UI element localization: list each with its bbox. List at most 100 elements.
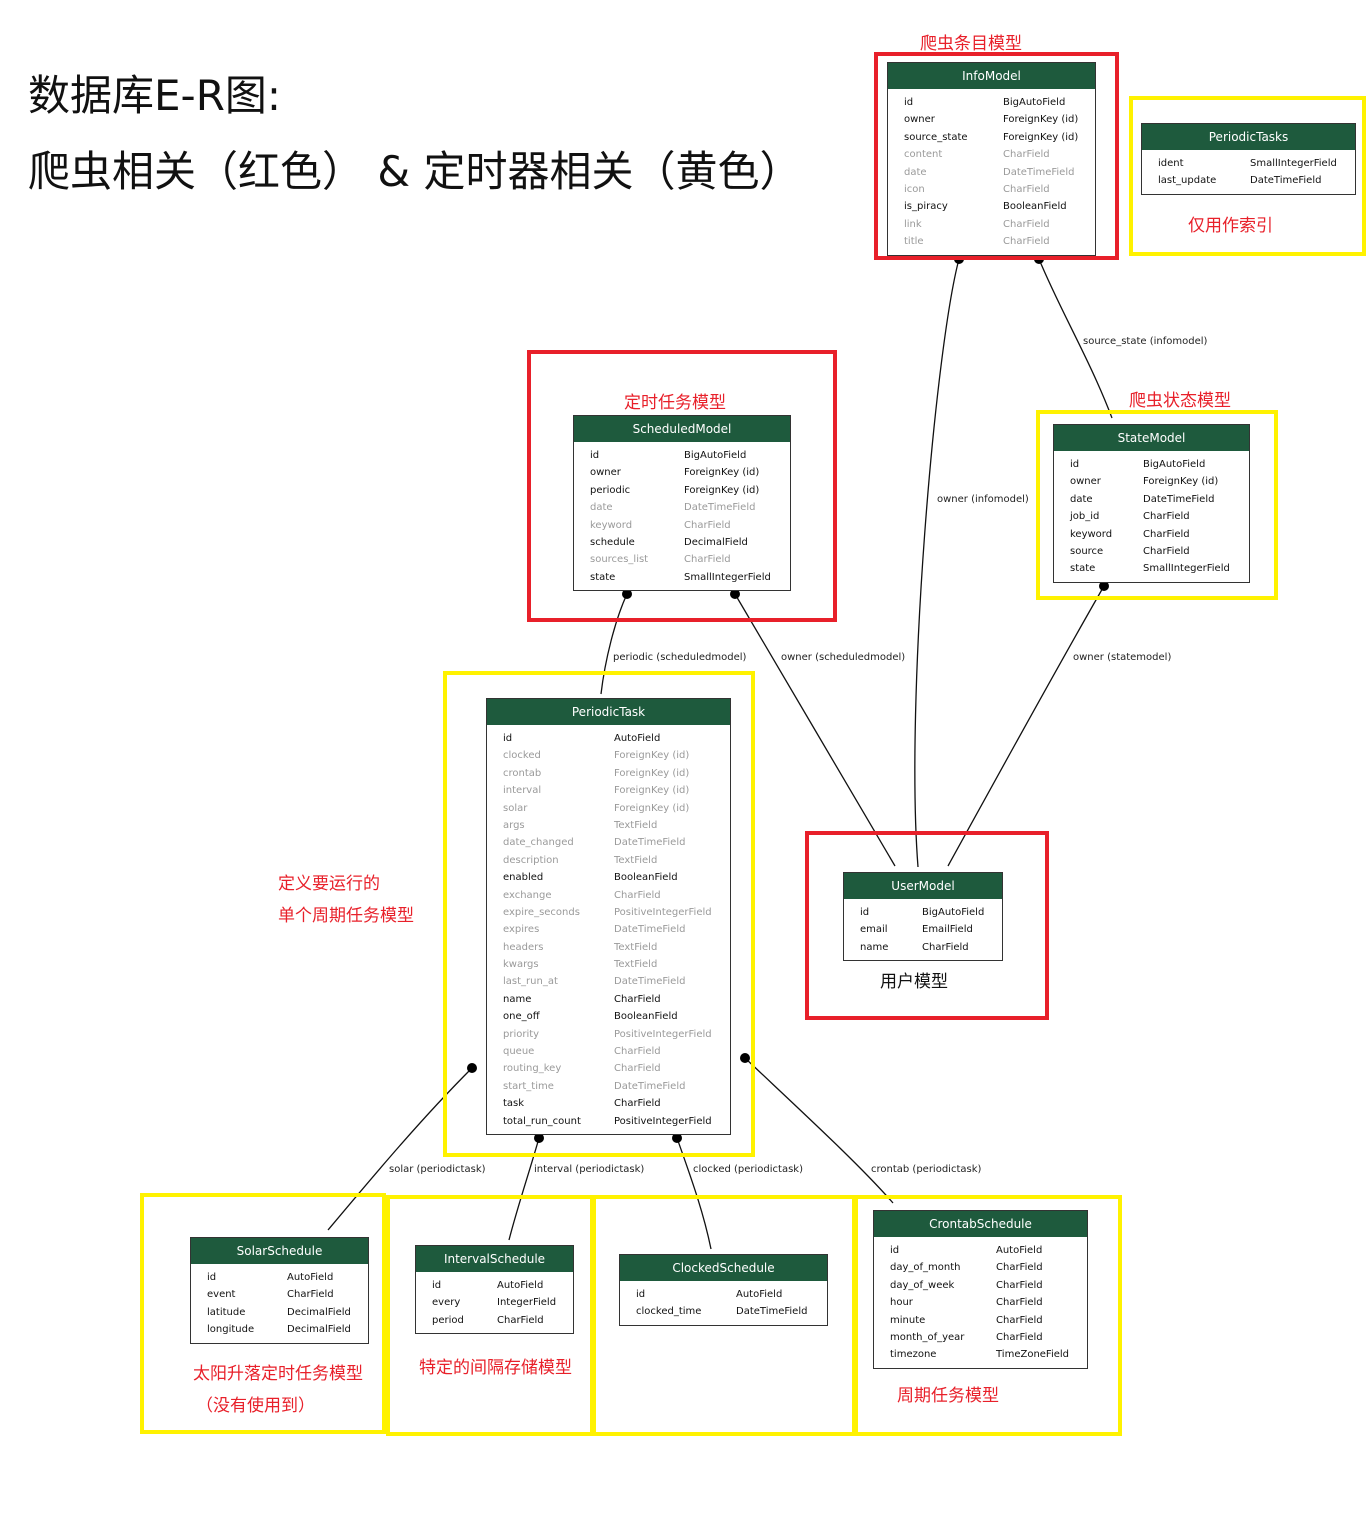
- field-name: day_of_week: [890, 1279, 955, 1291]
- field-type: CharField: [1143, 545, 1190, 557]
- field-name: description: [503, 854, 559, 866]
- field-name: sources_list: [590, 554, 649, 566]
- field-row: id BigAutoField: [844, 904, 1002, 921]
- field-type: ForeignKey (id): [614, 750, 690, 762]
- highlight-box-info: [874, 52, 1119, 260]
- field-name: job_id: [1070, 511, 1100, 523]
- entity-header: PeriodicTasks: [1142, 124, 1355, 151]
- field-name: id: [636, 1289, 646, 1300]
- field-type: BigAutoField: [922, 907, 985, 918]
- field-name: day_of_month: [890, 1262, 961, 1274]
- field-type: SmallIntegerField: [1143, 563, 1230, 575]
- field-type: CharField: [684, 519, 731, 531]
- field-name: date: [590, 502, 613, 514]
- field-name: owner: [590, 467, 621, 479]
- field-name: id: [432, 1280, 442, 1291]
- highlight-box-periodic-task: [443, 671, 755, 1157]
- note-user: 用户模型: [880, 972, 948, 992]
- field-type: CharField: [922, 941, 969, 953]
- note-crontab: 周期任务模型: [897, 1386, 999, 1406]
- field-type: CharField: [996, 1314, 1043, 1326]
- field-type: BooleanField: [614, 1011, 678, 1023]
- field-name: id: [1070, 459, 1080, 470]
- field-name: interval: [503, 785, 542, 797]
- entity-header: SolarSchedule: [191, 1238, 368, 1265]
- field-type: CharField: [996, 1262, 1043, 1274]
- field-name: icon: [904, 183, 925, 195]
- field-name: state: [1070, 563, 1096, 575]
- entity-header: IntervalSchedule: [416, 1246, 573, 1273]
- entity-header: CrontabSchedule: [874, 1211, 1087, 1238]
- field-name: date: [1070, 493, 1093, 505]
- field-type: ForeignKey (id): [684, 467, 760, 479]
- highlight-box-user: [805, 831, 1049, 1020]
- field-name: month_of_year: [890, 1331, 965, 1343]
- field-type: ForeignKey (id): [614, 767, 690, 779]
- field-type: PositiveIntegerField: [614, 1028, 712, 1040]
- field-name: expire_seconds: [503, 906, 580, 918]
- field-name: start_time: [503, 1080, 554, 1092]
- edge-label-info-user: owner (infomodel): [937, 494, 1029, 505]
- field-name: every: [432, 1297, 461, 1309]
- field-name: id: [860, 907, 870, 918]
- field-name: solar: [503, 802, 528, 814]
- field-type: SmallIntegerField: [1250, 158, 1337, 169]
- field-name: crontab: [503, 767, 542, 779]
- field-name: id: [590, 450, 600, 461]
- note-state: 爬虫状态模型: [1129, 391, 1231, 411]
- field-name: args: [503, 819, 525, 831]
- edge-label-sched-periodic: periodic (scheduledmodel): [613, 652, 747, 663]
- entity-header: ClockedSchedule: [620, 1255, 827, 1282]
- field-name: period: [432, 1314, 464, 1326]
- field-name: enabled: [503, 872, 544, 884]
- field-type: AutoField: [996, 1245, 1043, 1256]
- field-name: routing_key: [503, 1063, 562, 1075]
- field-name: name: [860, 941, 889, 953]
- entity-header: PeriodicTask: [487, 699, 730, 726]
- field-type: DateTimeField: [614, 924, 686, 936]
- field-name: event: [207, 1289, 236, 1301]
- edge-end-dot: [1099, 581, 1109, 591]
- field-name: schedule: [590, 536, 635, 548]
- field-type: CharField: [614, 1046, 661, 1058]
- field-name: state: [590, 571, 616, 583]
- field-type: CharField: [287, 1289, 334, 1301]
- field-type: BigAutoField: [1003, 97, 1066, 108]
- field-type: TextField: [614, 819, 658, 831]
- field-type: ForeignKey (id): [614, 802, 690, 814]
- field-type: TextField: [614, 854, 658, 866]
- field-name: source_state: [904, 131, 968, 143]
- field-name: last_update: [1158, 175, 1217, 187]
- edge-pt-interval: [508, 1137, 540, 1241]
- field-type: SmallIntegerField: [684, 571, 771, 583]
- field-row: crontab ForeignKey (id): [487, 765, 730, 782]
- field-type: CharField: [497, 1314, 544, 1326]
- field-type: ForeignKey (id): [1143, 476, 1219, 488]
- field-type: CharField: [614, 1098, 661, 1110]
